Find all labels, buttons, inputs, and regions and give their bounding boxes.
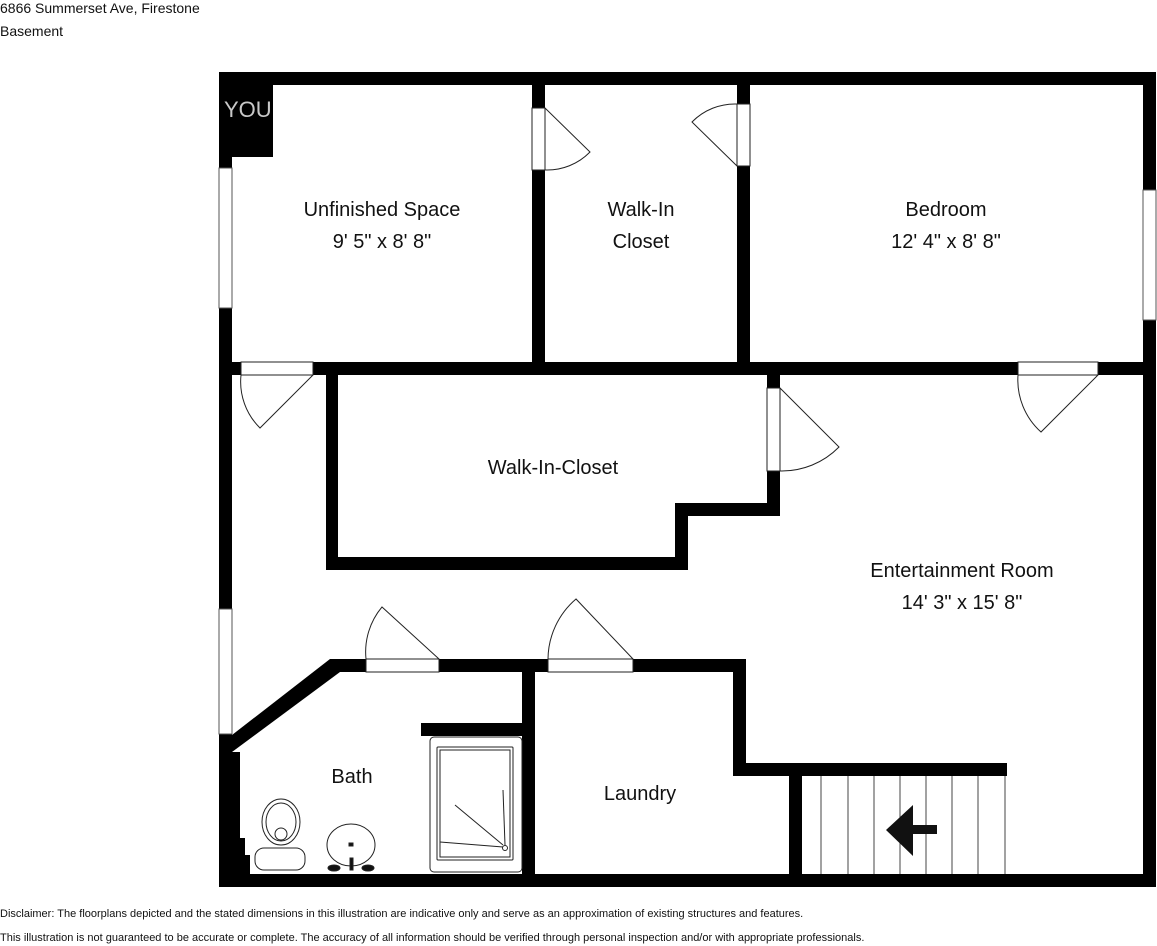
property-address: 6866 Summerset Ave, Firestone: [0, 0, 200, 16]
room-name-bedroom: Bedroom: [905, 199, 986, 221]
toilet-icon: [254, 798, 306, 871]
room-dimensions-unfinished-space: 9' 5" x 8' 8": [333, 231, 432, 253]
room-name-bath: Bath: [331, 766, 372, 788]
room-name-unfinished-space: Unfinished Space: [304, 199, 461, 221]
room-name-walk-in-closet-top: Walk-In: [607, 199, 674, 221]
window-bedroom-east: [1142, 189, 1157, 321]
walls: [219, 72, 1156, 887]
window-west-lower: [218, 608, 233, 735]
room-name-walk-in-closet: Walk-In-Closet: [488, 457, 619, 479]
floor-level-label: Basement: [0, 23, 64, 39]
room-name-laundry: Laundry: [604, 783, 676, 805]
disclaimer-line-2: This illustration is not guaranteed to b…: [0, 932, 865, 944]
shower-icon: [429, 736, 523, 873]
watermark-text: YOU: [224, 97, 272, 122]
room-name-entertainment-room: Entertainment Room: [870, 560, 1053, 582]
disclaimer-line-1: Disclaimer: The floorplans depicted and …: [0, 908, 804, 920]
room-dimensions-entertainment-room: 14' 3" x 15' 8": [902, 592, 1023, 614]
room-dimensions-bedroom: 12' 4" x 8' 8": [891, 231, 1001, 253]
window-unfinished-west: [218, 167, 233, 309]
sink-icon: [326, 823, 376, 872]
room-name-walk-in-closet-top-line2: Closet: [613, 231, 670, 253]
stair-direction-arrow-icon: [886, 805, 937, 856]
windows: [218, 167, 1157, 735]
doors: [240, 103, 1099, 673]
